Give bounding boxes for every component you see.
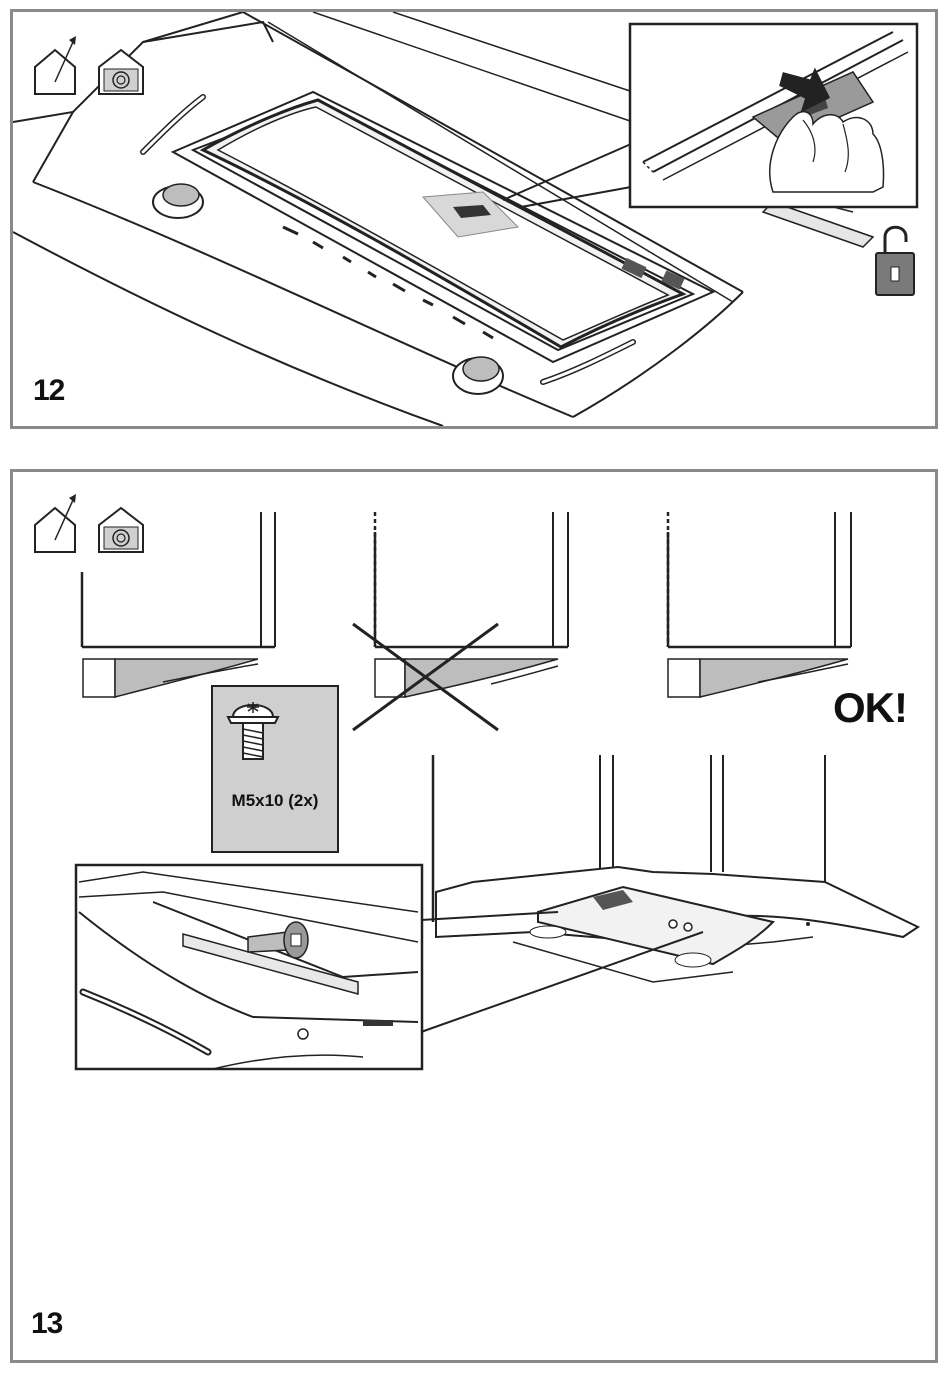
ducted-extraction-icon: [35, 36, 76, 94]
hood-assembly: [433, 755, 918, 982]
step-number: 13: [31, 1307, 62, 1341]
screw-detail-callout: [76, 865, 422, 1069]
step-12-panel: 12: [10, 9, 938, 429]
screw-icon: [213, 687, 337, 787]
correct-position-label: OK!: [833, 684, 907, 732]
step-13-panel: M5x10 (2x) OK! 13: [10, 469, 938, 1363]
hood-filter-illustration: [13, 12, 935, 426]
ducted-extraction-icon: [35, 494, 76, 552]
step-number: 12: [33, 374, 64, 408]
side-view-3: [668, 512, 851, 697]
recirculation-icon: [99, 508, 143, 552]
hood-glass-fixing-illustration: [13, 472, 935, 1360]
screw-size-label: M5x10 (2x): [213, 791, 337, 811]
side-view-2: [375, 512, 568, 697]
screw-info-box: M5x10 (2x): [211, 685, 339, 853]
